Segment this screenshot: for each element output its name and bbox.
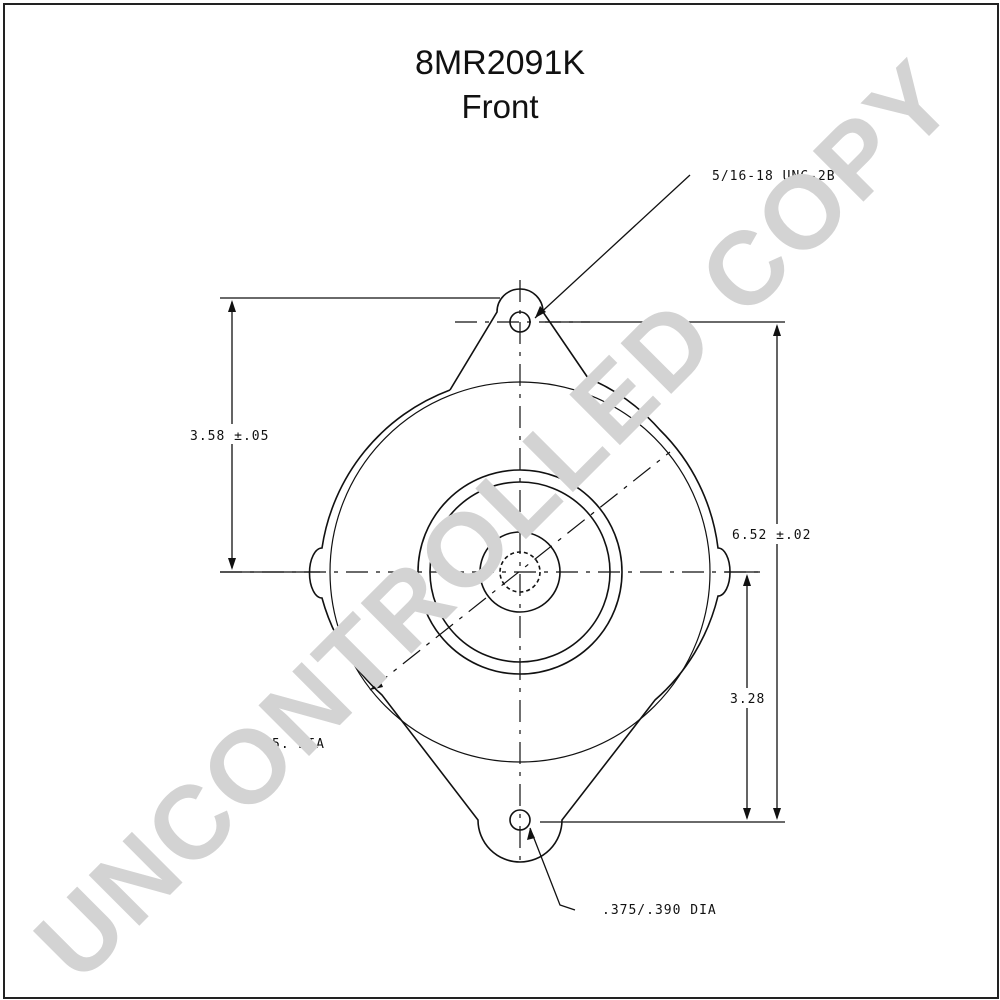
- body-diameter-label: 5. DIA: [272, 737, 325, 752]
- uncontrolled-copy-watermark: UNCONTROLLED COPY: [13, 38, 977, 1000]
- hole-diameter-label: .375/.390 DIA: [602, 903, 717, 918]
- thread-leader: [534, 174, 691, 319]
- thread-spec-label: 5/16-18 UNC-2B: [712, 169, 836, 184]
- view-label: Front: [461, 88, 539, 125]
- part-number-title: 8MR2091K: [414, 44, 586, 82]
- hole-leader: [529, 827, 576, 911]
- housing-body: [308, 377, 731, 863]
- dim-label-overall: 6.52 ±.02: [732, 528, 811, 543]
- diameter-leader: [369, 451, 671, 691]
- dim-label-upper: 3.58 ±.05: [190, 429, 269, 444]
- dim-label-lower: 3.28: [730, 692, 765, 707]
- drawing-frame: [3, 3, 999, 999]
